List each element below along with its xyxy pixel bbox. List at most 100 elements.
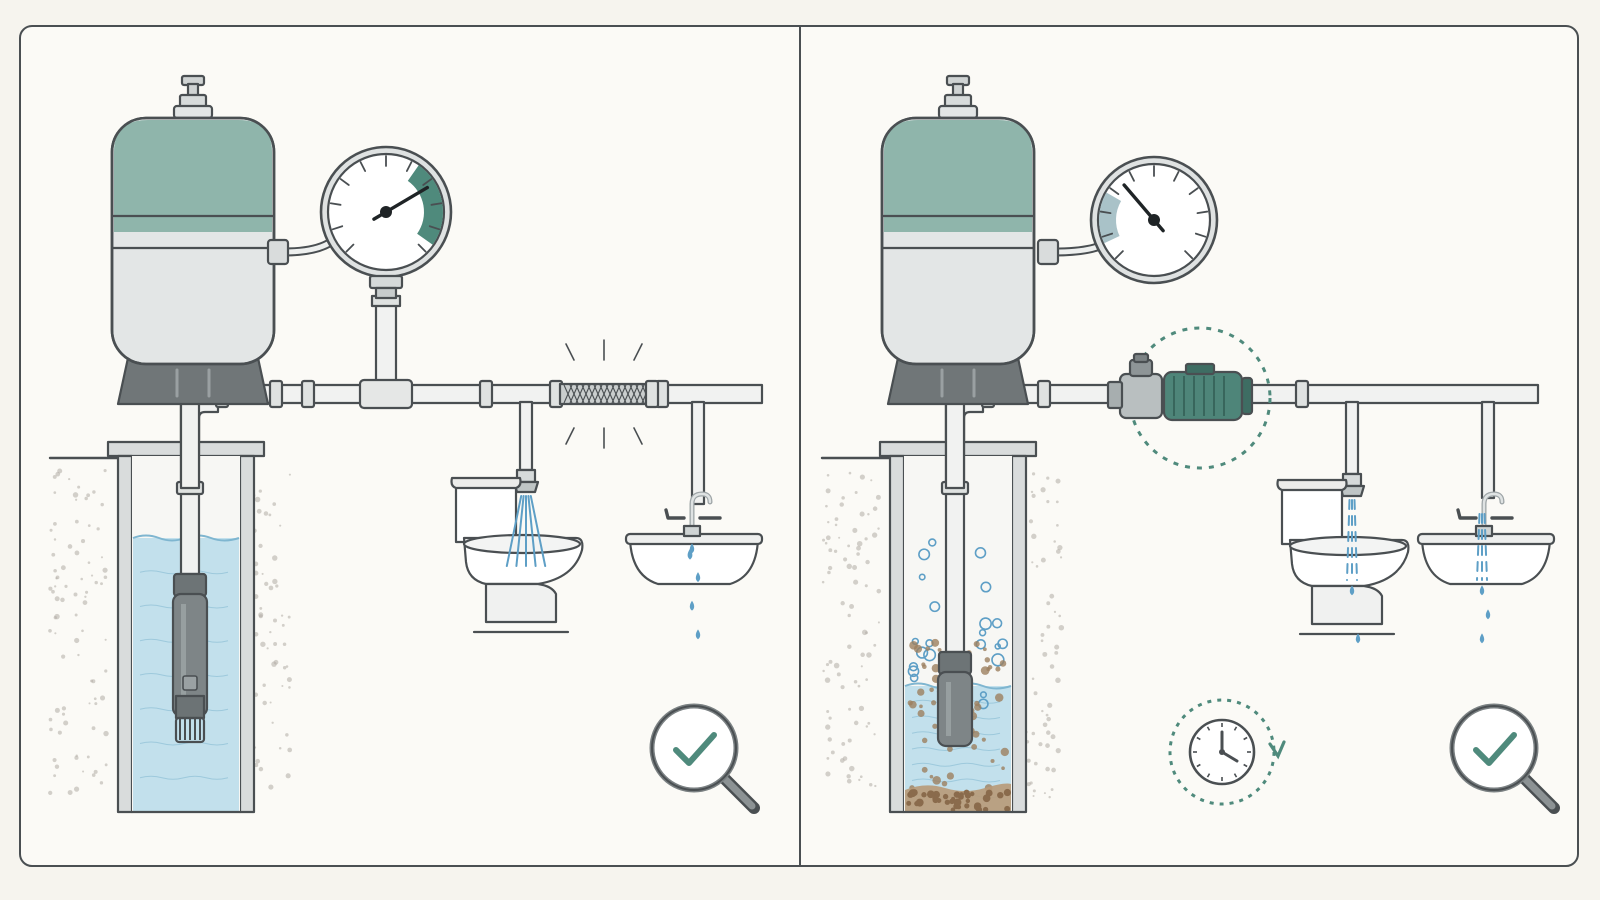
faucet-base	[1474, 524, 1494, 538]
air-bubble	[918, 573, 926, 581]
soil-particle	[864, 584, 868, 588]
pipe-coupling	[1294, 379, 1310, 409]
soil-particle	[49, 727, 53, 732]
soil-particle	[1042, 651, 1048, 657]
soil-particle	[865, 678, 869, 681]
soil-particle	[827, 737, 832, 742]
soil-particle	[48, 717, 53, 722]
soil-particle	[874, 784, 877, 788]
cycle-arrow-icon	[1268, 740, 1286, 760]
soil-particle	[272, 502, 277, 506]
sediment-grain	[944, 799, 951, 805]
soil-particle	[856, 540, 863, 547]
soil-particle	[849, 604, 855, 609]
soil-particle	[49, 528, 53, 532]
soil-particle	[822, 538, 826, 542]
attention-ray	[633, 343, 643, 361]
soil-particle	[53, 774, 57, 778]
gauge-tick	[359, 161, 367, 172]
soil-particle	[846, 774, 851, 779]
soil-particle	[1032, 789, 1036, 793]
sediment-grain	[953, 798, 962, 807]
soil-particle	[61, 712, 66, 716]
toilet-pedestal	[484, 582, 558, 624]
soil-particle	[867, 513, 870, 516]
sediment-particle	[929, 774, 934, 779]
sediment-grain	[969, 791, 975, 797]
soil-particle	[53, 491, 57, 494]
soil-particle	[861, 629, 868, 636]
soil-particle	[875, 494, 881, 500]
sediment-particle	[994, 693, 1004, 702]
well-casing-right	[238, 454, 256, 814]
pipe-coupling	[300, 379, 316, 409]
sediment-particle	[990, 758, 995, 764]
soil-particle	[67, 790, 73, 796]
clock-tick	[1243, 736, 1248, 741]
sediment-particle	[999, 660, 1007, 667]
gauge-hub	[1148, 214, 1160, 226]
soil-particle	[1055, 677, 1061, 684]
attention-ray	[565, 343, 575, 361]
tank-outline	[880, 116, 1036, 366]
pipe-tee	[358, 378, 414, 410]
soil-particle	[74, 613, 78, 617]
gauge-tick	[430, 202, 443, 206]
soil-particle	[256, 508, 262, 514]
toilet	[450, 476, 584, 634]
soil-particle	[848, 471, 852, 475]
sediment-particle	[931, 700, 937, 706]
soil-particle	[54, 707, 60, 713]
attention-ray	[633, 427, 643, 445]
sediment-particle	[973, 640, 980, 648]
filter-mesh-line	[599, 384, 609, 404]
gauge-stem-nut	[374, 286, 398, 300]
soil-particle	[827, 520, 830, 524]
soil-particle	[286, 677, 292, 683]
soil-particle	[1058, 614, 1062, 618]
clock-tick	[1206, 773, 1211, 778]
air-bubble	[980, 581, 992, 593]
soil-particle	[833, 549, 838, 553]
gauge-hub	[380, 206, 392, 218]
water-droplet	[1479, 585, 1485, 596]
soil-particle	[830, 750, 835, 755]
soil-particle	[84, 595, 87, 598]
air-bubble	[979, 691, 988, 699]
sediment-grain	[973, 803, 981, 811]
soil-particle	[51, 589, 55, 594]
soil-particle	[258, 766, 264, 772]
soil-particle	[1055, 748, 1061, 754]
soil-particle	[268, 513, 272, 517]
magnifier-lens-outline	[651, 705, 737, 791]
weak-water-spray	[1346, 499, 1358, 581]
soil-particle	[282, 642, 287, 647]
well-casing-right	[1010, 454, 1028, 814]
clock-tick	[1233, 726, 1238, 731]
sediment-particle	[932, 776, 941, 785]
sediment-grain	[997, 791, 1004, 799]
soil-particle	[1053, 540, 1056, 543]
gauge-tick	[331, 225, 344, 231]
soil-particle	[254, 763, 259, 768]
soil-particle	[104, 638, 107, 641]
soil-particle	[275, 584, 279, 588]
soil-particle	[272, 578, 278, 585]
soil-particle	[839, 502, 844, 507]
soil-particle	[285, 733, 289, 737]
toilet-tank-lid	[1276, 478, 1348, 492]
soil-particle	[75, 754, 78, 757]
soil-particle	[269, 630, 272, 634]
motor-junction-box	[1184, 362, 1216, 376]
soil-particle	[258, 614, 263, 619]
soil-particle	[825, 724, 831, 730]
soil-particle	[254, 496, 261, 503]
magnifier-handle	[722, 776, 756, 810]
soil-particle	[100, 502, 104, 507]
pump-housing	[1118, 372, 1164, 420]
strong-water-spray	[505, 495, 547, 567]
soil-particle	[1042, 722, 1048, 728]
gauge-tick	[428, 225, 441, 231]
soil-particle	[1053, 610, 1057, 614]
